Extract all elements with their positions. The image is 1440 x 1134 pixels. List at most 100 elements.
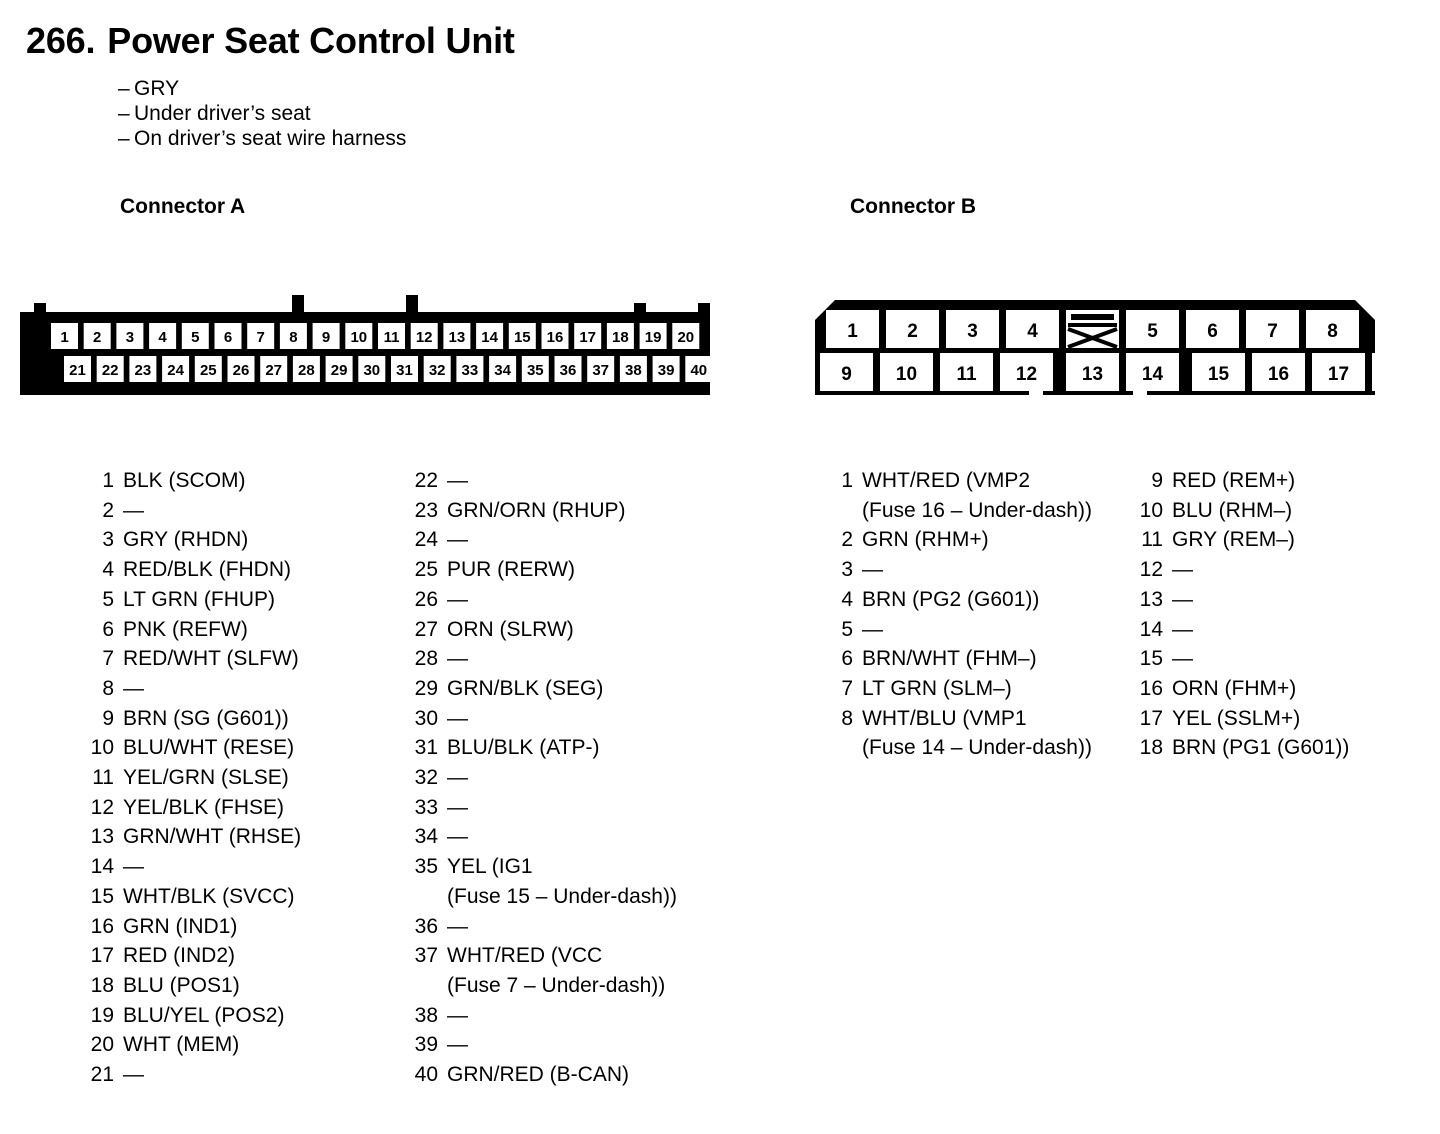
pin-number: 27: [414, 617, 438, 641]
connector-b-cavity-10: 10: [880, 353, 933, 391]
subtitle-item-0: –GRY: [118, 76, 406, 101]
connector-b-cavity-7: 7: [1246, 310, 1299, 348]
pin-description: WHT (MEM): [123, 1033, 240, 1057]
connector-b-heading: Connector B: [850, 195, 976, 218]
subtitle-item-1-label: Under driver’s seat: [134, 102, 311, 125]
svg-text:20: 20: [677, 329, 694, 346]
pin-number: 24: [414, 528, 438, 552]
svg-text:3: 3: [967, 321, 978, 342]
connector-a-cavity-19: 19: [639, 323, 667, 349]
svg-text:7: 7: [257, 329, 265, 346]
pin-description: —: [447, 795, 468, 819]
connector-b-cavity-15: 15: [1192, 353, 1245, 391]
page-title-text: Power Seat Control Unit: [107, 20, 515, 61]
connector-a-cavity-29: 29: [325, 356, 353, 382]
pin-row-a-38: 38—: [412, 1001, 677, 1031]
connector-b-cavity-12: 12: [1000, 353, 1053, 391]
pin-description: BLU/WHT (RESE): [123, 736, 295, 760]
svg-text:18: 18: [612, 329, 629, 346]
pin-description: YEL/GRN (SLSE): [123, 766, 289, 790]
pin-description: BLU (POS1): [123, 973, 240, 997]
connector-b-cavity-5: 5: [1126, 310, 1179, 348]
connector-a-cavity-32: 32: [423, 356, 451, 382]
pin-number: 28: [414, 647, 438, 671]
pin-number: 1: [841, 469, 853, 492]
svg-text:25: 25: [200, 362, 217, 379]
pin-row-a-22: 22—: [412, 466, 677, 496]
pin-description: GRY (RHDN): [123, 528, 249, 552]
pin-row-a-8: 8—: [88, 674, 301, 704]
svg-text:38: 38: [625, 362, 642, 379]
connector-a-cavity-25: 25: [194, 356, 222, 382]
pin-number: 36: [414, 914, 438, 938]
pin-row-a-2: 2—: [88, 496, 301, 526]
svg-text:4: 4: [1027, 321, 1038, 342]
pin-description: YEL (IG1: [447, 855, 533, 879]
connector-b-cavity-18: 18: [1372, 353, 1375, 391]
pin-description: GRN (RHM+): [862, 528, 989, 552]
pin-description-continued: (Fuse 14 – Under-dash)): [862, 736, 1092, 760]
connector-a-cavity-38: 38: [619, 356, 647, 382]
pin-row-a-26: 26—: [412, 585, 677, 615]
pin-description: WHT/RED (VCC: [447, 944, 603, 968]
svg-text:13: 13: [449, 329, 466, 346]
pin-description: BLU/BLK (ATP-): [447, 736, 600, 760]
pin-number: 37: [414, 944, 438, 968]
pin-description: RED (REM+): [1172, 469, 1296, 492]
pin-number: 13: [1139, 587, 1163, 611]
pin-row-a-34: 34—: [412, 822, 677, 852]
pin-number: 17: [1139, 706, 1163, 730]
pin-description: GRY (REM–): [1172, 528, 1295, 552]
svg-text:15: 15: [514, 329, 531, 346]
connector-a-cavity-36: 36: [554, 356, 582, 382]
pin-number: 40: [414, 1063, 438, 1087]
pin-description: RED (IND2): [123, 944, 236, 968]
pin-description: —: [862, 558, 883, 582]
pin-row-a-36: 36—: [412, 912, 677, 942]
svg-text:9: 9: [322, 329, 330, 346]
pin-description: ORN (FHM+): [1172, 676, 1297, 700]
connector-a-cavity-14: 14: [476, 323, 504, 349]
pin-number: 18: [1139, 736, 1163, 760]
svg-text:8: 8: [1327, 321, 1338, 342]
connector-b-cavity-6: 6: [1186, 310, 1239, 348]
svg-text:11: 11: [384, 329, 400, 346]
pin-number: 25: [414, 558, 438, 582]
pin-row-a-24: 24—: [412, 525, 677, 555]
svg-text:33: 33: [462, 362, 479, 379]
svg-text:16: 16: [1268, 364, 1289, 385]
svg-text:34: 34: [494, 362, 511, 379]
pin-row-b-3: 3—: [827, 555, 1092, 585]
pin-number: 3: [102, 528, 114, 552]
pin-number: 8: [102, 676, 114, 700]
pin-number: 21: [90, 1063, 114, 1087]
pin-row-a-30: 30—: [412, 704, 677, 734]
pin-description: —: [1172, 647, 1193, 671]
connector-b-cavity-1: 1: [826, 310, 879, 348]
svg-text:12: 12: [416, 329, 433, 346]
connector-a-cavity-39: 39: [652, 356, 680, 382]
pin-description: —: [447, 825, 468, 849]
svg-text:4: 4: [158, 329, 167, 346]
connector-a-cavity-33: 33: [456, 356, 484, 382]
connector-a-cavity-15: 15: [508, 323, 536, 349]
pin-number: 32: [414, 766, 438, 790]
connector-b-cavity-13: 13: [1066, 353, 1119, 391]
svg-text:29: 29: [331, 362, 348, 379]
connector-a-cavity-1: 1: [51, 323, 78, 349]
pin-number: 1: [102, 469, 114, 492]
connector-b-cavity-2: 2: [886, 310, 939, 348]
pin-number: 26: [414, 587, 438, 611]
